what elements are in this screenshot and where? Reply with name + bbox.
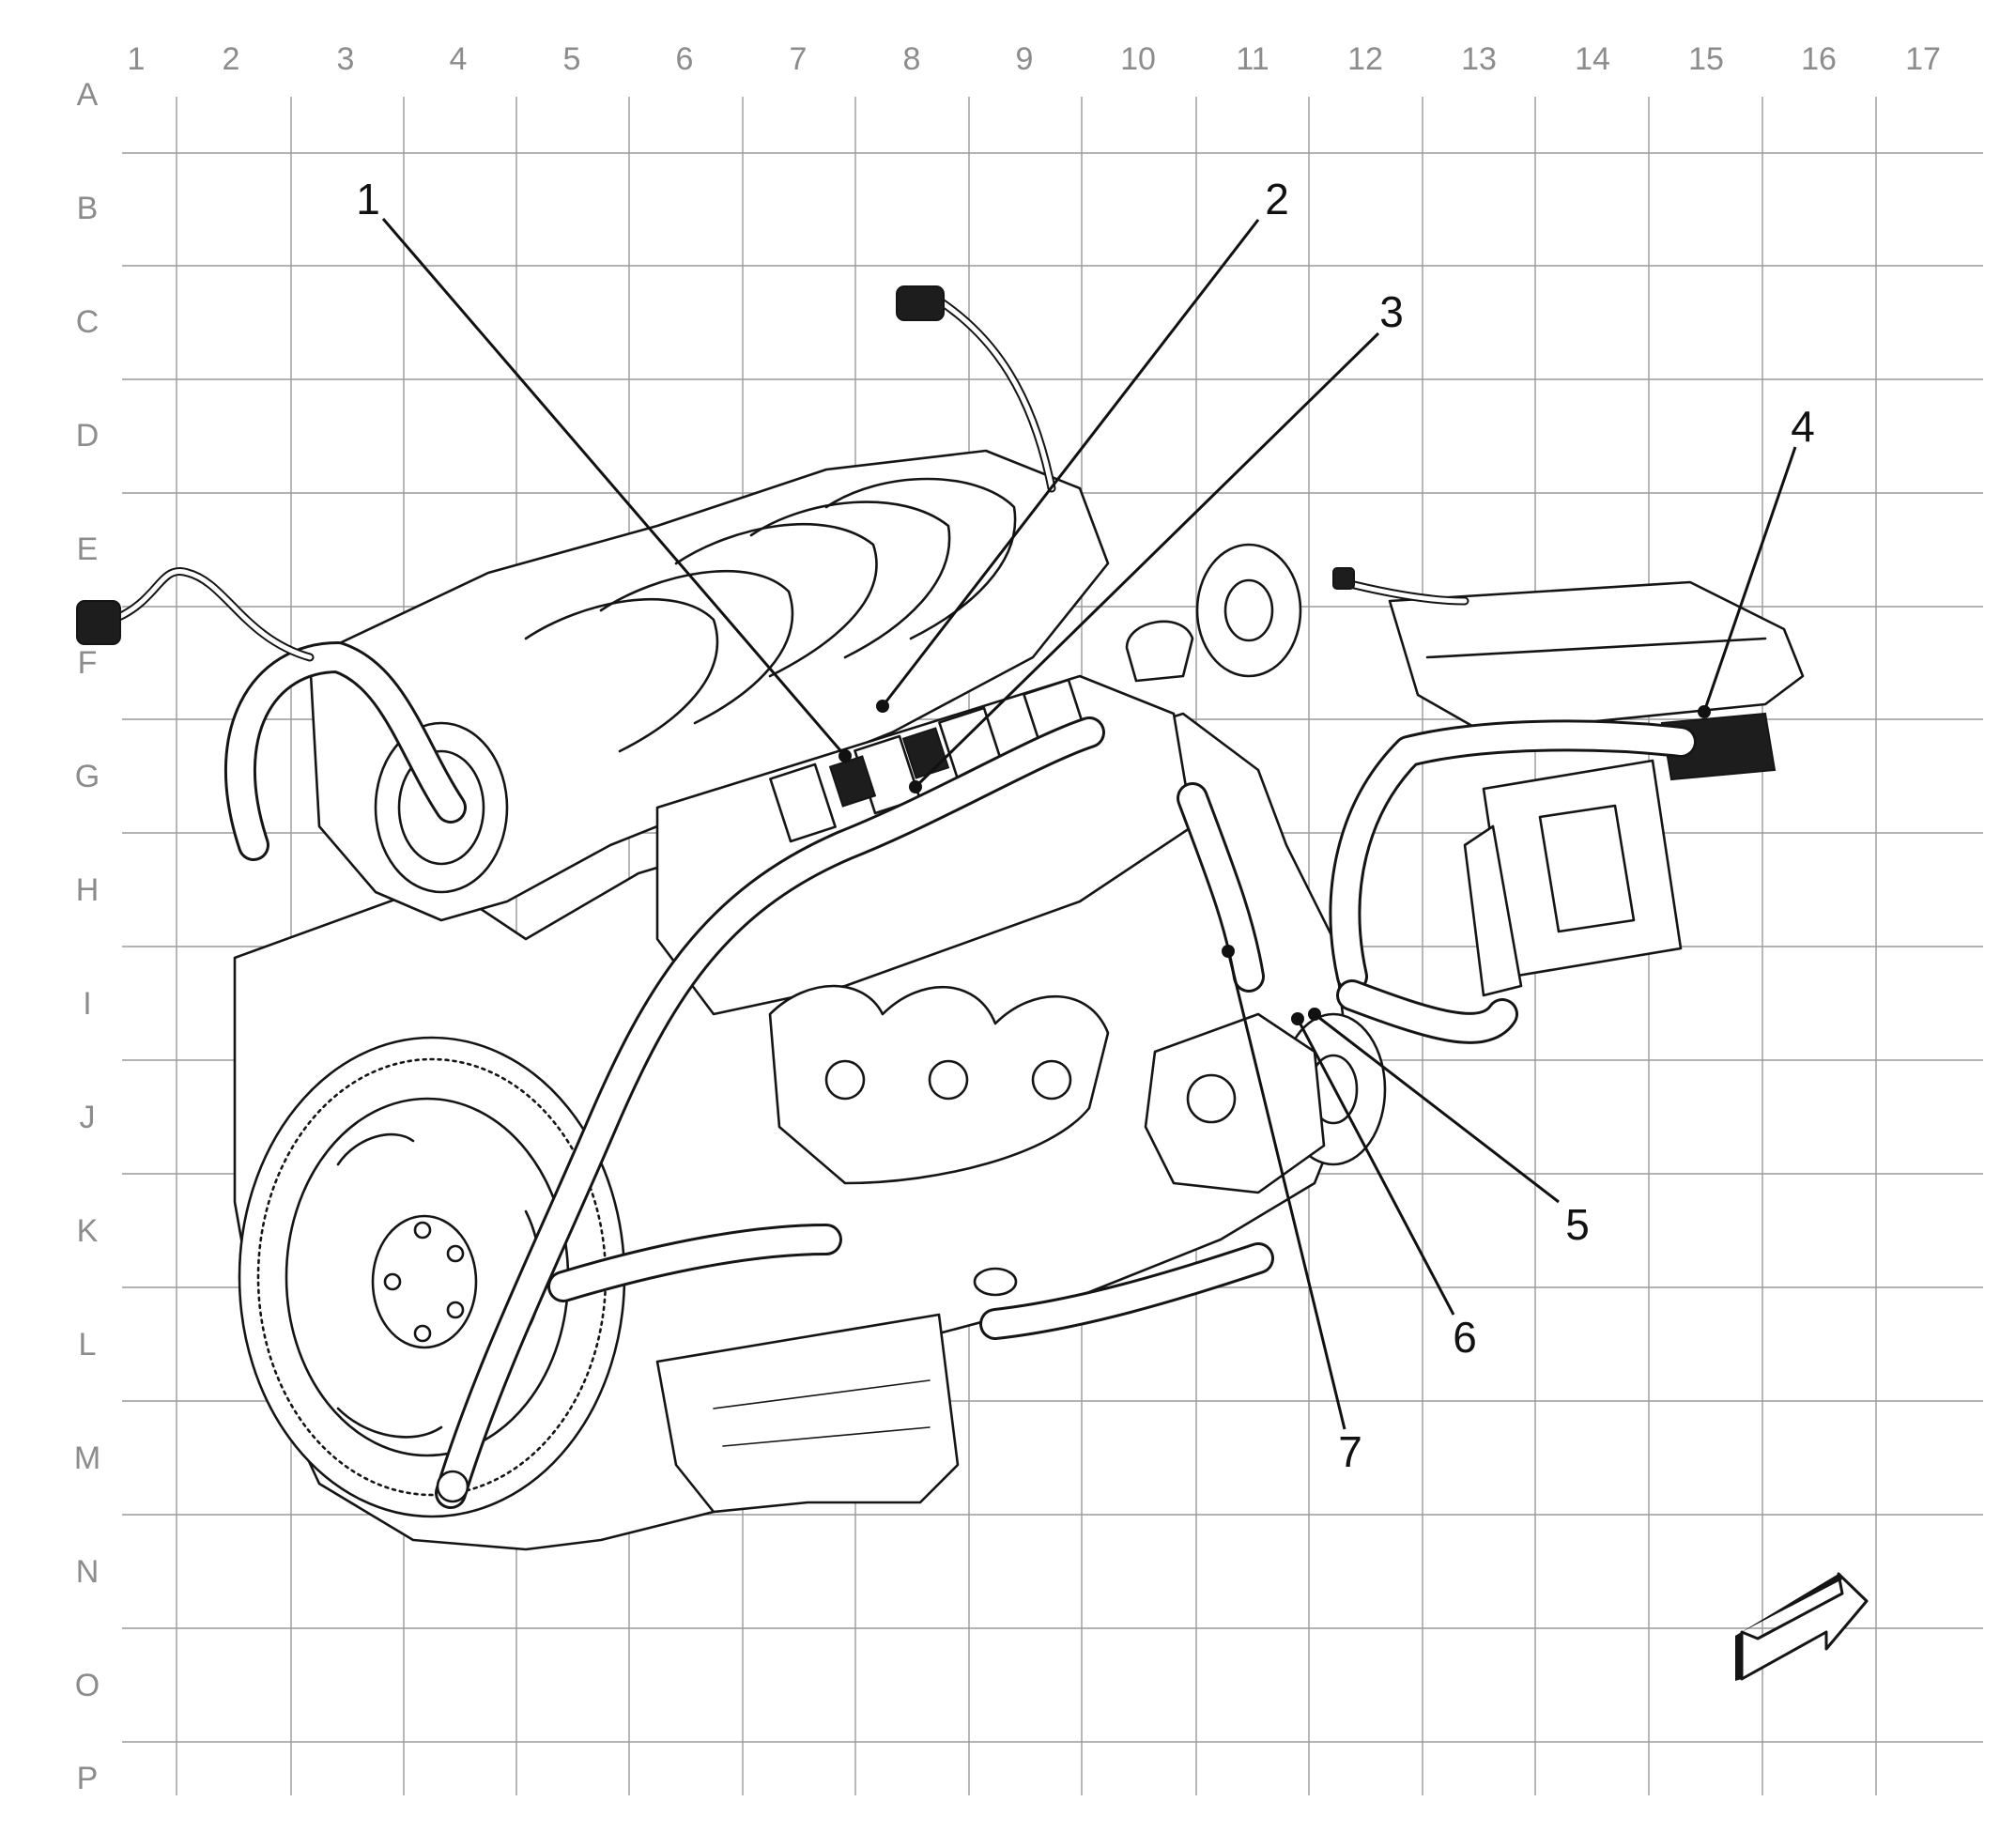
callout-leader-3 — [914, 331, 1380, 789]
alternator-vent — [1186, 1073, 1237, 1124]
intake-runner — [674, 522, 878, 678]
callout-5: 5 — [1565, 1200, 1590, 1249]
callout-leader-6 — [1296, 1018, 1455, 1316]
callout-1: 1 — [356, 175, 380, 223]
callout-7: 7 — [1338, 1427, 1362, 1476]
exhaust-port — [1031, 1059, 1072, 1101]
callout-leader-4 — [1702, 446, 1797, 713]
grid-column-labels: 1 2 3 4 5 6 7 8 9 10 11 12 13 14 15 16 1… — [128, 41, 1941, 77]
callout-3: 3 — [1379, 287, 1404, 336]
flywheel-bolt — [446, 1244, 465, 1263]
throttle-bore — [397, 749, 485, 866]
pulley-hub — [1223, 578, 1274, 642]
intake-runner — [599, 569, 794, 725]
grid-col-label: 6 — [676, 41, 694, 77]
grid-col-label: 16 — [1801, 41, 1837, 77]
flywheel-bolt — [413, 1324, 432, 1343]
callout-anchor-3 — [909, 780, 922, 793]
grid-row-label: I — [83, 986, 91, 1022]
oil-pan — [655, 1313, 960, 1514]
grid-row-label: G — [75, 759, 100, 794]
ecm-label-plate — [1538, 804, 1636, 933]
grid-col-label: 15 — [1688, 41, 1724, 77]
ecm-bracket — [1463, 824, 1523, 997]
grid-col-label: 7 — [790, 41, 808, 77]
grid-row-label: L — [79, 1327, 97, 1363]
intake-manifold — [308, 449, 1110, 922]
air-cleaner-housing — [1388, 580, 1805, 734]
callout-leaders — [381, 218, 1797, 1430]
grid-col-label: 9 — [1016, 41, 1034, 77]
grid-col-label: 3 — [337, 41, 355, 77]
wiring-harness — [224, 641, 1697, 1509]
callout-anchor-4 — [1698, 705, 1711, 718]
oil-fill-cap — [1125, 620, 1194, 683]
grid-col-label: 11 — [1236, 41, 1269, 77]
grid-row-label: K — [77, 1213, 99, 1249]
grid-col-label: 2 — [223, 41, 240, 77]
flywheel-slot — [336, 1132, 415, 1166]
grid-row-labels: A B C D E F G H I J K L M N O P — [74, 77, 100, 1796]
sensor-wires — [108, 296, 1469, 662]
grid-col-label: 4 — [450, 41, 468, 77]
air-cleaner-seam — [1425, 637, 1767, 659]
flywheel-slot — [336, 1407, 443, 1439]
grid-row-label: N — [76, 1554, 100, 1590]
engine-assembly — [76, 285, 1805, 1551]
grid-col-label: 10 — [1120, 41, 1156, 77]
sensor-connector — [1332, 567, 1355, 590]
sensor-connector — [896, 285, 945, 321]
callout-leader-7 — [1226, 950, 1346, 1430]
callout-2: 2 — [1265, 175, 1289, 223]
flywheel-bolt — [413, 1221, 432, 1240]
grid-row-label: D — [76, 418, 100, 454]
water-pump-pulley — [1195, 543, 1302, 678]
intake-runner — [824, 477, 1017, 640]
exhaust-port — [928, 1059, 969, 1101]
callout-leader-2 — [881, 219, 1260, 707]
grid-row-label: M — [74, 1440, 100, 1476]
grid-row-label: C — [76, 304, 100, 340]
callout-numbers: 1 2 3 4 5 6 7 — [356, 175, 1815, 1476]
exhaust-manifold — [768, 984, 1110, 1185]
harness-clip — [973, 1267, 1018, 1297]
callout-leader-5 — [1314, 1012, 1560, 1204]
oil-pan-ribs — [713, 1379, 931, 1447]
grid-row-label: B — [77, 191, 99, 226]
ignition-coil — [769, 762, 837, 843]
callout-4: 4 — [1791, 402, 1815, 451]
grid-col-label: 5 — [563, 41, 581, 77]
harness-end-grommet — [436, 1470, 469, 1503]
grid-col-label: 17 — [1905, 41, 1941, 77]
flywheel-bolt — [383, 1272, 402, 1291]
grid-row-label: E — [77, 531, 99, 567]
callout-anchor-7 — [1222, 945, 1235, 958]
callout-anchor-1 — [838, 749, 852, 762]
grid-row-label: P — [77, 1761, 99, 1796]
grid-row-label: J — [80, 1100, 96, 1135]
callout-6: 6 — [1453, 1313, 1477, 1362]
grid-row-label: O — [75, 1668, 100, 1703]
callout-anchor-2 — [876, 700, 889, 713]
grid-col-label: 14 — [1575, 41, 1610, 77]
intake-runner — [749, 500, 951, 659]
flywheel-bolt — [446, 1301, 465, 1319]
grid-row-label: A — [77, 77, 99, 113]
flywheel-hub — [371, 1214, 478, 1349]
grid-col-label: 1 — [128, 41, 146, 77]
callout-leader-1 — [381, 218, 847, 757]
sensor-connector — [76, 600, 121, 645]
callout-anchor-5 — [1308, 1008, 1321, 1021]
grid-row-label: F — [78, 645, 98, 681]
callout-anchor-6 — [1291, 1012, 1304, 1025]
grid-col-label: 8 — [903, 41, 921, 77]
grid-col-label: 12 — [1347, 41, 1383, 77]
grid-col-label: 13 — [1461, 41, 1497, 77]
forward-arrow-icon — [1735, 1572, 1869, 1681]
intake-runner — [524, 597, 719, 753]
grid-row-label: H — [76, 872, 100, 908]
exhaust-port — [824, 1059, 866, 1101]
